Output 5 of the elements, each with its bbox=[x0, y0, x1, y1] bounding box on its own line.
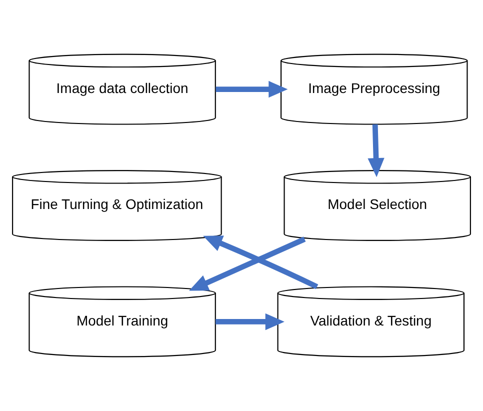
arrow bbox=[216, 313, 284, 330]
arrow bbox=[189, 236, 306, 291]
arrow bbox=[203, 236, 318, 290]
arrow bbox=[216, 80, 288, 98]
arrow bbox=[368, 124, 384, 178]
